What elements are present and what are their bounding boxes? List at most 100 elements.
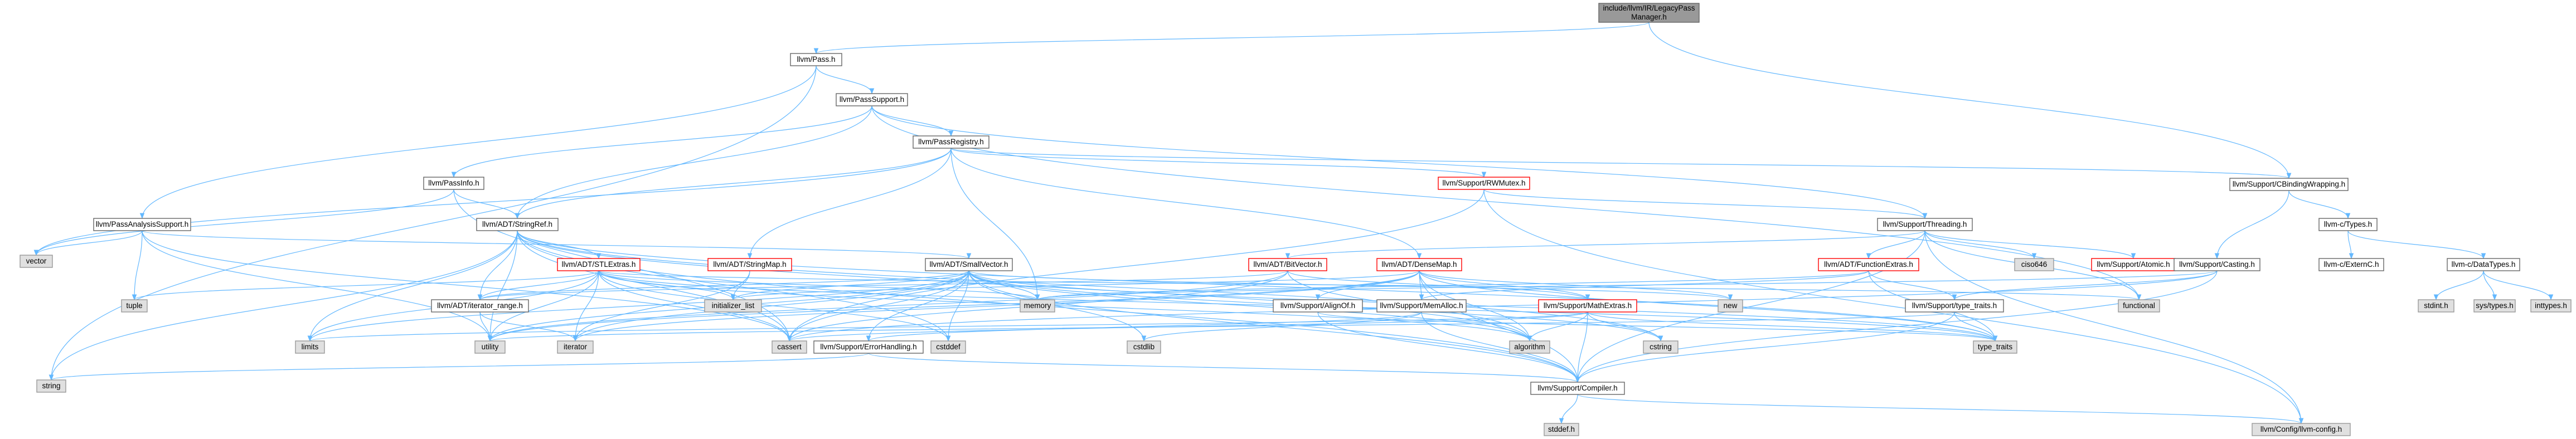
node-box	[790, 53, 842, 66]
edge-passsupport-to-functional	[871, 105, 2142, 301]
node-box	[557, 340, 594, 354]
node-label: llvm-c/Types.h	[2324, 220, 2372, 228]
node-llvm-passsupport-h[interactable]: llvm/PassSupport.h	[836, 93, 908, 106]
node-llvm-passanalysissupport-h[interactable]: llvm/PassAnalysisSupport.h	[93, 218, 191, 231]
edge-passsupport-to-stringref	[515, 105, 872, 220]
node-label: cassert	[777, 343, 802, 351]
edge-passregistry-to-memory	[950, 148, 1040, 301]
node-label: llvm/Support/Compiler.h	[1537, 384, 1617, 392]
node-box	[2318, 258, 2384, 271]
node-llvm-support-rwmutex-h[interactable]: llvm/Support/RWMutex.h	[1438, 177, 1530, 190]
node-cstddef: cstddef	[930, 340, 966, 354]
node-llvm-adt-stlextras-h[interactable]: llvm/ADT/STLExtras.h	[557, 258, 641, 271]
node-label: llvm/PassRegistry.h	[918, 138, 984, 146]
node-label: llvm/Support/RWMutex.h	[1442, 179, 1525, 187]
node-label: llvm/ADT/StringMap.h	[713, 260, 786, 269]
node-box	[1376, 299, 1467, 313]
node-box	[36, 379, 66, 393]
node-label: llvm/Support/Atomic.h	[2097, 260, 2170, 269]
edge-stringref-to-cassert	[517, 230, 792, 342]
node-box	[1598, 3, 1700, 23]
node-label: string	[42, 382, 60, 390]
node-llvm-passregistry-h[interactable]: llvm/PassRegistry.h	[913, 135, 989, 149]
edge-threading-to-ciso646	[1924, 230, 2037, 260]
node-box	[1509, 340, 1550, 354]
node-llvm-adt-functionextras-h[interactable]: llvm/ADT/FunctionExtras.h	[1818, 258, 1919, 271]
node-llvm-adt-smallvector-h[interactable]: llvm/ADT/SmallVector.h	[925, 258, 1013, 271]
node-label: ciso646	[2021, 260, 2048, 269]
node-box	[20, 255, 53, 268]
node-label: include/llvm/IR/LegacyPass	[1603, 4, 1695, 12]
node-label: llvm/ADT/StringRef.h	[482, 220, 552, 228]
node-box	[1248, 258, 1327, 271]
node-box	[423, 177, 484, 190]
node-box	[1538, 299, 1637, 313]
edge-densemap-to-new	[1419, 270, 1733, 301]
node-llvm-support-errorhandling-h[interactable]: llvm/Support/ErrorHandling.h	[813, 340, 924, 354]
node-llvm-support-atomic-h[interactable]: llvm/Support/Atomic.h	[2091, 258, 2176, 271]
node-box	[1718, 299, 1743, 313]
node-llvm-support-memalloc-h[interactable]: llvm/Support/MemAlloc.h	[1376, 299, 1467, 313]
node-label: llvm/PassSupport.h	[840, 95, 904, 104]
edge-stringmap-to-iterator	[573, 270, 750, 342]
edge-stlextras-to-iterator	[573, 270, 599, 342]
node-llvm-adt-bitvector-h[interactable]: llvm/ADT/BitVector.h	[1248, 258, 1327, 271]
node-box	[1818, 258, 1919, 271]
edge-bitvector-to-utility	[487, 270, 1288, 342]
node-label: llvm/Support/MathExtras.h	[1544, 301, 1632, 310]
edge-rwmutex-to-cassert	[787, 189, 1485, 342]
edge-iteratorrange-to-iterator	[479, 311, 578, 342]
edge-densemap-to-algorithm	[1419, 270, 1532, 342]
edge-casting-to-memory	[1035, 270, 2218, 301]
node-llvm-pass-h[interactable]: llvm/Pass.h	[790, 53, 842, 66]
node-label: cstddef	[936, 343, 960, 351]
dependency-nodes: include/llvm/IR/LegacyPassManager.hllvm/…	[20, 3, 2572, 436]
edge-passsupport-to-passinfo	[451, 105, 872, 178]
edge-smallvector-to-iteratorrange	[478, 270, 969, 301]
edge-typetraits_h-to-compiler	[1575, 311, 1955, 383]
node-llvm-c-externc-h[interactable]: llvm-c/ExternC.h	[2318, 258, 2384, 271]
node-label: llvm/Config/llvm-config.h	[2260, 425, 2342, 433]
node-llvm-adt-densemap-h[interactable]: llvm/ADT/DenseMap.h	[1376, 258, 1462, 271]
node-label: llvm/ADT/iterator_range.h	[437, 301, 523, 310]
node-stdint-h: stdint.h	[2418, 299, 2454, 313]
node-box	[2252, 423, 2351, 436]
node-llvm-support-cbindingwrapping-h[interactable]: llvm/Support/CBindingWrapping.h	[2229, 178, 2349, 191]
node-label: inttypes.h	[2535, 301, 2567, 310]
node-llvm-support-threading-h[interactable]: llvm/Support/Threading.h	[1877, 218, 1973, 231]
node-llvm-adt-stringmap-h[interactable]: llvm/ADT/StringMap.h	[707, 258, 792, 271]
edge-smallvector-to-memory	[968, 270, 1040, 301]
node-box	[2418, 299, 2454, 313]
node-llvm-c-types-h[interactable]: llvm-c/Types.h	[2318, 218, 2378, 231]
edge-ctypes-to-datatypes	[2347, 230, 2486, 260]
node-box	[704, 299, 762, 313]
node-llvm-passinfo-h[interactable]: llvm/PassInfo.h	[423, 177, 484, 190]
node-llvm-adt-iterator-range-h[interactable]: llvm/ADT/iterator_range.h	[431, 299, 529, 313]
node-label: iterator	[564, 343, 588, 351]
node-box	[1905, 299, 2004, 313]
node-box	[2174, 258, 2260, 271]
node-llvm-support-compiler-h[interactable]: llvm/Support/Compiler.h	[1530, 382, 1625, 395]
node-llvm-support-casting-h[interactable]: llvm/Support/Casting.h	[2174, 258, 2260, 271]
node-llvm-support-alignof-h[interactable]: llvm/Support/AlignOf.h	[1273, 299, 1363, 313]
edge-stringref-to-limits	[307, 230, 518, 342]
node-label: cstring	[1650, 343, 1672, 351]
node-llvm-support-mathextras-h[interactable]: llvm/Support/MathExtras.h	[1538, 299, 1637, 313]
node-box	[2014, 258, 2054, 271]
node-label: llvm/ADT/SmallVector.h	[929, 260, 1008, 269]
node-llvm-adt-stringref-h[interactable]: llvm/ADT/StringRef.h	[476, 218, 559, 231]
node-llvm-support-type-traits-h[interactable]: llvm/Support/type_traits.h	[1905, 299, 2004, 313]
edge-threading-to-bitvector	[1285, 230, 1925, 260]
node-llvm-c-datatypes-h[interactable]: llvm-c/DataTypes.h	[2447, 258, 2520, 271]
edge-smallvector-to-compiler	[968, 270, 1580, 383]
node-llvm-config-llvm-config-h: llvm/Config/llvm-config.h	[2252, 423, 2351, 436]
edge-mathextras-to-cassert	[787, 311, 1588, 342]
edge-rwmutex-to-llvmconfig	[1483, 189, 2304, 425]
edge-pass-to-passsupport	[816, 65, 875, 95]
node-label: tuple	[126, 301, 142, 310]
node-algorithm: algorithm	[1509, 340, 1550, 354]
node-box	[2318, 218, 2378, 231]
edge-stlextras-to-algorithm	[598, 270, 1532, 342]
edge-mathextras-to-algorithm	[1527, 311, 1588, 342]
edge-stringref-to-type_traits	[517, 230, 1998, 342]
